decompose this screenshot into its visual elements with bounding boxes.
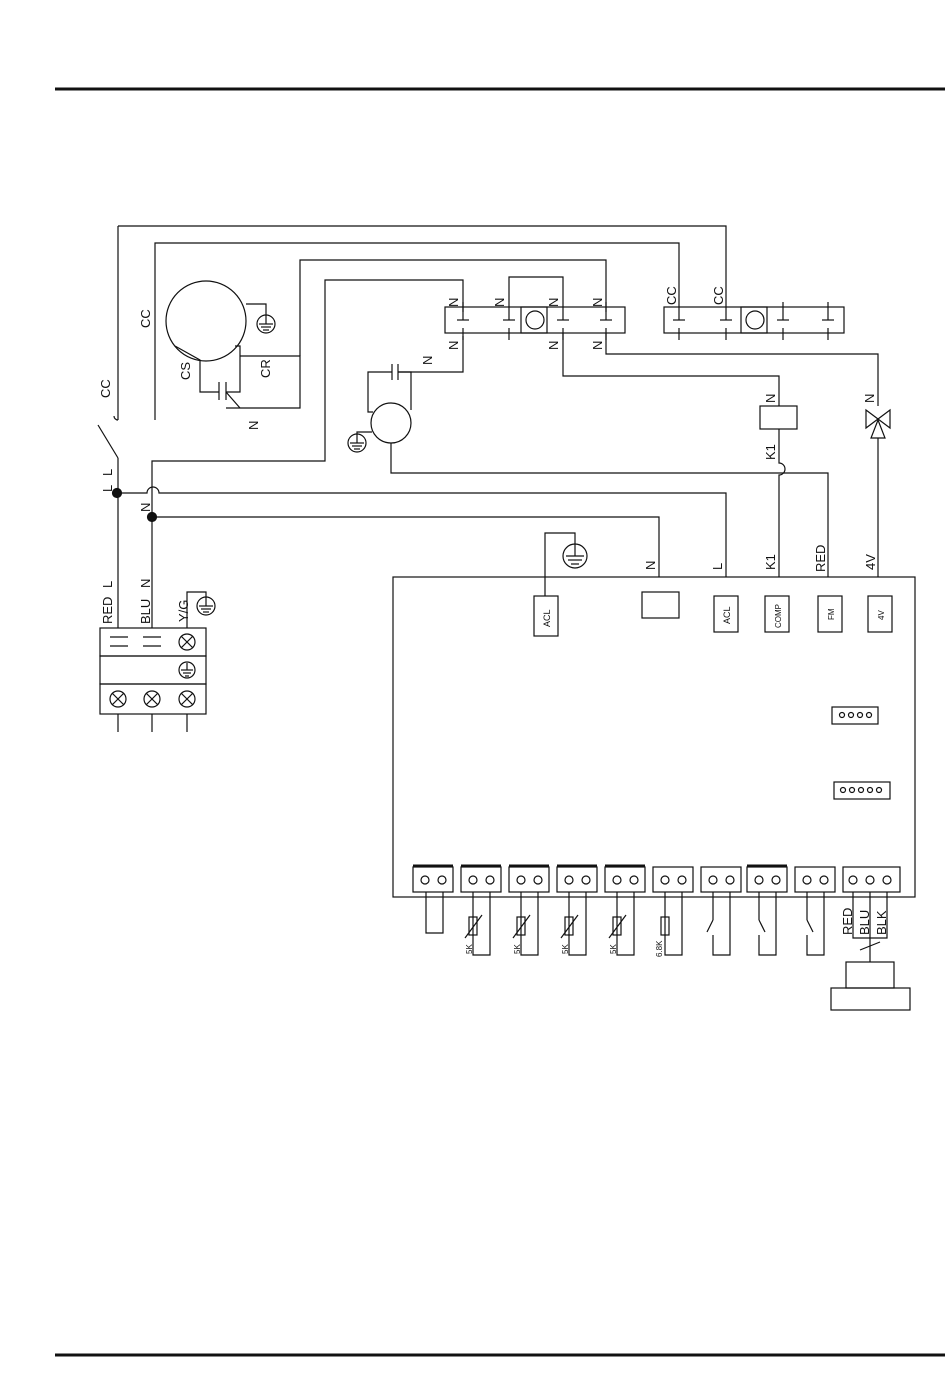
terminal-screw-icon (144, 691, 160, 707)
n-connector (642, 592, 679, 618)
terminal-n-label: N (546, 298, 561, 307)
power-terminal-block (100, 628, 206, 732)
terminal-n-label: N (590, 298, 605, 307)
sensor-5k-label: 5K (561, 944, 570, 954)
fan-motor (368, 336, 828, 577)
relay-k1 (760, 406, 797, 577)
red-wire-label: RED (100, 597, 115, 624)
sensor-6.8k-label: 6.8K (655, 940, 664, 957)
board-n-label: N (643, 561, 658, 570)
k1-wire-label: K1 (763, 444, 778, 460)
yg-wire-label: Y/G (176, 600, 191, 622)
four-way-valve-icon (866, 410, 890, 577)
l-top-label: L (100, 485, 115, 492)
blu-wire-label: BLU (138, 599, 153, 624)
terminal-n-label: N (492, 298, 507, 307)
terminal-n-label: N (590, 341, 605, 350)
switch-contact (759, 892, 776, 955)
switch-contact (707, 892, 730, 955)
control-board (393, 577, 915, 897)
terminal-block-n (445, 277, 625, 340)
terminal-n-label: N (446, 341, 461, 350)
resistor-sensor (661, 892, 682, 955)
ground-symbol-icon (187, 592, 215, 628)
stepper-blu-label: BLU (857, 910, 872, 935)
relay-n-label: N (763, 394, 778, 403)
board-red-label: RED (813, 545, 828, 572)
ground-symbol-icon (246, 304, 275, 333)
n-wire-label: N (138, 579, 153, 588)
terminal-screw-icon (179, 634, 195, 650)
comp-label: COMP (774, 604, 783, 628)
stepper-red-label: RED (840, 908, 855, 935)
sensor-5k-label: 5K (465, 944, 474, 954)
terminal-screw-icon (110, 691, 126, 707)
ground-symbol-icon (179, 662, 195, 678)
acl-right-label: ACL (722, 606, 732, 624)
l-wire-label: L (100, 581, 115, 588)
ground-symbol-icon (563, 544, 587, 568)
terminal-cc-label: CC (664, 286, 679, 305)
compressor (166, 260, 606, 408)
board-k1-label: K1 (763, 554, 778, 570)
terminal-screw-icon (179, 691, 195, 707)
cc-switch-label: CC (98, 379, 113, 398)
sensor-5k-label: 5K (513, 944, 522, 954)
board-4v-label: 4V (863, 554, 878, 570)
cr-motor-label: CR (258, 359, 273, 378)
terminal-block-cc (664, 302, 844, 340)
stepper-blk-label: BLK (874, 910, 889, 935)
n-junction-label: N (138, 503, 153, 512)
sensor-5k-label: 5K (609, 944, 618, 954)
terminal-n-label: N (446, 298, 461, 307)
terminal-n-label: N (546, 341, 561, 350)
n-fan-label: N (420, 356, 435, 365)
pin-header-5 (834, 782, 890, 799)
ground-symbol-icon (348, 432, 372, 452)
4v-label: 4V (877, 610, 886, 620)
cc-switch (98, 226, 118, 493)
bottom-connectors (413, 866, 900, 892)
l-second-label: L (100, 469, 115, 476)
valve-n-label: N (862, 394, 877, 403)
jumper-loop (426, 892, 443, 933)
fm-label: FM (827, 608, 836, 620)
board-l-label: L (710, 563, 725, 570)
switch-contact (807, 892, 824, 955)
n-motor-label: N (246, 421, 261, 430)
acl-left-label: ACL (542, 609, 552, 627)
terminal-cc-label: CC (711, 286, 726, 305)
pin-header-4 (832, 707, 878, 724)
cc-motor-label: CC (138, 309, 153, 328)
cs-motor-label: CS (178, 362, 193, 380)
